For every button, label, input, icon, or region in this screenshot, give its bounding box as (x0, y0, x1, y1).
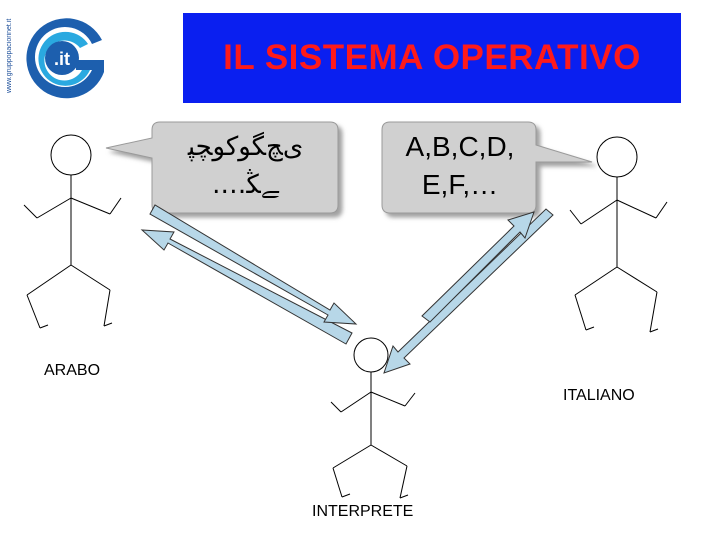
latin-speech-bubble (381, 121, 593, 214)
logo-badge-text: .it (54, 49, 70, 69)
arrow-to-arabic (140, 229, 353, 345)
arrow-from-interpreter-to-latin (421, 211, 535, 323)
italian-person-figure (569, 136, 668, 333)
latin-bubble-text: A,B,C,D, E,F,… (384, 128, 536, 204)
page-title: IL SISTEMA OPERATIVO (223, 38, 641, 77)
interprete-label: INTERPRETE (312, 503, 414, 520)
arrow-to-italian-from-interpreter (383, 208, 554, 374)
title-banner: IL SISTEMA OPERATIVO (183, 13, 681, 103)
latin-line-2: E,F,… (421, 169, 499, 200)
interpreter-figure (330, 337, 416, 499)
company-logo: .it (26, 18, 105, 99)
arrow-from-arabic (149, 204, 358, 325)
italiano-label: ITALIANO (563, 387, 635, 404)
arabo-label: ARABO (44, 362, 101, 379)
arabic-person-figure (23, 134, 122, 329)
arabic-line-2: ﮯﯖ…. (212, 170, 279, 200)
latin-line-1: A,B,C,D, (405, 131, 515, 162)
arabic-bubble-text: ﯼﭻﮕﻮﻛﻮﭽﭙ ﮯﯖ…. (153, 128, 338, 204)
arabic-line-1: ﯼﭻﮕﻮﻛﻮﭽﭙ (187, 132, 304, 162)
